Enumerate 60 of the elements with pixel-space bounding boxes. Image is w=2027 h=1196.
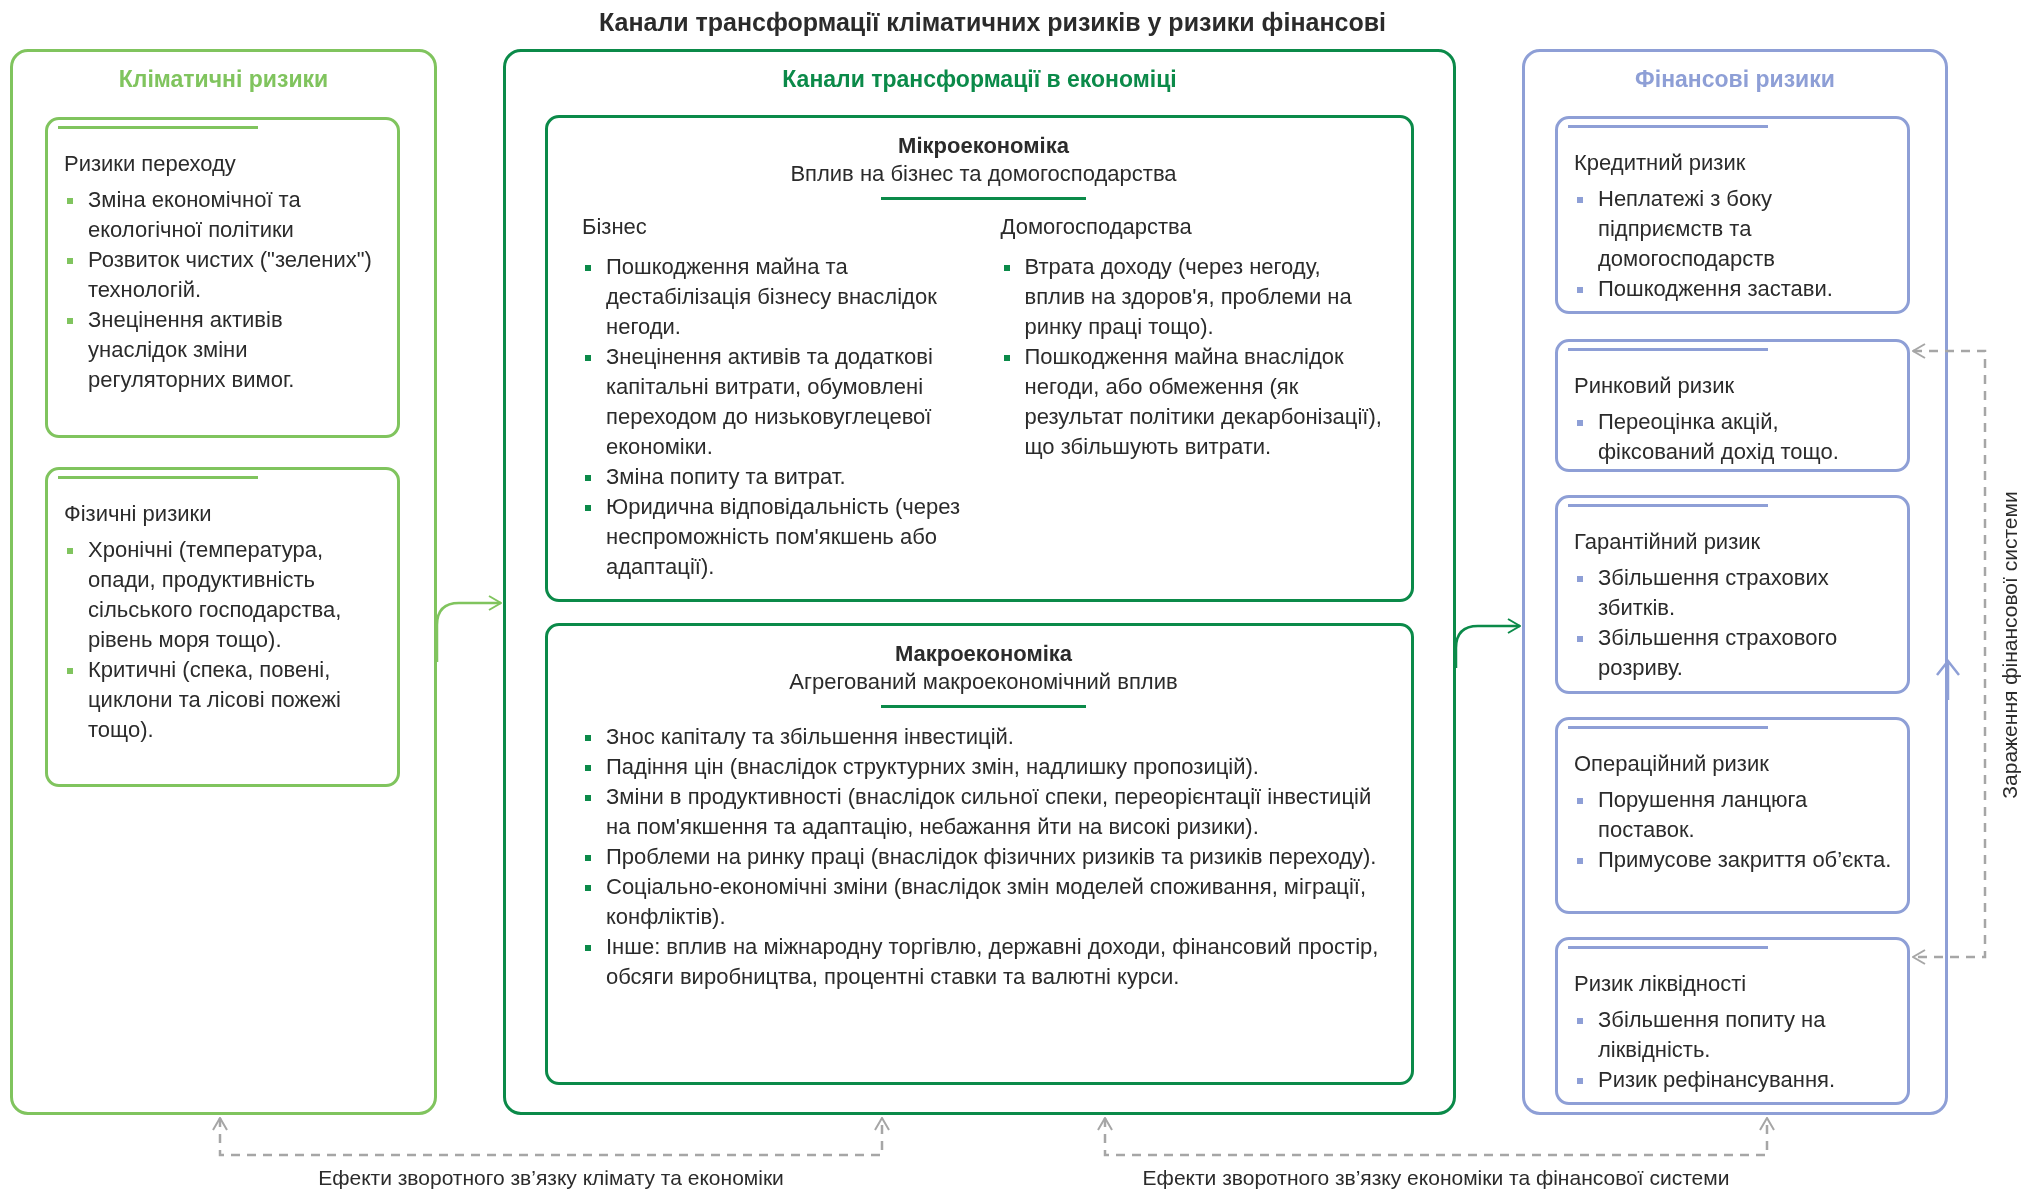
card-heading: Кредитний ризик [1574, 149, 1747, 177]
risk-card [1555, 116, 1910, 314]
group-panel [1522, 49, 1948, 1115]
bullet-item: Збільшення страхового розриву. [1574, 622, 1895, 683]
bullet-item: Порушення ланцюга поставок. [1574, 784, 1895, 845]
arrow [1454, 618, 1521, 668]
bullet-item: Юридична відповідальність (через неспроможність пом'якшень або адаптації). [582, 492, 967, 582]
risk-card [1555, 717, 1910, 914]
bullet-item: Збільшення попиту на ліквідність. [1574, 1004, 1895, 1065]
card-heading: Фізичні ризики [64, 500, 213, 528]
group-panel [10, 49, 437, 1115]
bullet-item: Хронічні (температура, опади, продуктивність сільського господарства, рівень моря тощо). [64, 534, 385, 655]
bullet-item: Неплатежі з боку підприємств та домогосподарств [1574, 183, 1895, 274]
bullet-item: Зміни в продуктивності (внаслідок сильної спеки, переорієнтації інвестицій на пом'якшення та адаптацію, небажання йти на високі ризики). [582, 782, 1385, 842]
bullet-item: Знецінення активів та додаткові капітальні витрати, обумовлені переходом до низьковуглецевої економіки. [582, 342, 967, 462]
bullet-item: Соціально-економічні зміни (внаслідок змін моделей споживання, міграції, конфліктів). [582, 872, 1385, 932]
risk-card [1555, 937, 1910, 1105]
section-title: Макроекономіка [893, 640, 1074, 668]
bullet-item: Критичні (спека, повені, циклони та лісові пожежі тощо). [64, 654, 385, 745]
bullet-item: Ризик рефінансування. [1574, 1064, 1895, 1095]
bullet-item: Інше: вплив на міжнародну торгівлю, державні доходи, фінансовий простір, обсяги виробництва, процентні ставки та валютні курси. [582, 932, 1385, 992]
panel-heading: Фінансові ризики [1634, 66, 1836, 93]
section-subtitle: Агрегований макроекономічний вплив [788, 667, 1179, 695]
bullet-item: Зміна економічної та екологічної політики [64, 184, 385, 245]
card-heading: Ризик ліквідності [1574, 970, 1748, 998]
diagram-title: Канали трансформації кліматичних ризиків у ризики фінансові [597, 8, 1388, 37]
bullet-item: Падіння цін (внаслідок структурних змін, надлишку пропозицій). [582, 752, 1385, 782]
column-heading: Бізнес [582, 214, 648, 240]
card-heading: Операційний ризик [1574, 750, 1770, 778]
dashed-arrow [1097, 1117, 1775, 1157]
column-heading: Домогосподарства [1000, 214, 1193, 240]
panel-heading: Кліматичні ризики [117, 66, 330, 93]
card-heading: Гарантійний ризик [1574, 528, 1762, 556]
bullet-item: Пошкодження майна внаслідок негоди, або обмеження (як результат політики декарбонізації), що збільшують витрати. [1000, 342, 1385, 462]
section-box [545, 115, 1414, 602]
bullet-item: Примусове закриття об’єкта. [1574, 844, 1895, 875]
bullet-item: Розвиток чистих ("зелених") технологій. [64, 244, 385, 305]
bullet-item: Втрата доходу (через негоду, вплив на здоров'я, проблеми на ринку праці тощо). [1000, 252, 1385, 342]
risk-card [45, 117, 400, 438]
dashed-arrow [1912, 343, 1987, 965]
bullet-item: Збільшення страхових збитків. [1574, 562, 1895, 623]
bullet-item: Пошкодження майна та дестабілізація бізнесу внаслідок негоди. [582, 252, 967, 342]
bullet-item: Пошкодження застави. [1574, 273, 1895, 304]
panel-heading: Канали трансформації в економіці [781, 66, 1178, 93]
bullet-item: Переоцінка акцій, фіксований дохід тощо. [1574, 406, 1895, 467]
risk-card [1555, 339, 1910, 472]
group-panel [503, 49, 1456, 1115]
section-subtitle: Вплив на бізнес та домогосподарства [789, 159, 1178, 187]
card-heading: Ризики переходу [64, 150, 237, 178]
bullet-item: Зміна попиту та витрат. [582, 462, 967, 492]
section-title: Мікроекономіка [897, 132, 1070, 160]
risk-card [45, 467, 400, 787]
dashed-arrow [212, 1117, 890, 1157]
section-box [545, 623, 1414, 1085]
card-heading: Ринковий ризик [1574, 372, 1736, 400]
arrow [435, 595, 502, 662]
bullet-item: Знецінення активів унаслідок зміни регуляторних вимог. [64, 304, 385, 395]
bullet-item: Знос капіталу та збільшення інвестицій. [582, 722, 1385, 752]
risk-card [1555, 495, 1910, 694]
bullet-item: Проблеми на ринку праці (внаслідок фізичних ризиків та ризиків переходу). [582, 842, 1385, 872]
